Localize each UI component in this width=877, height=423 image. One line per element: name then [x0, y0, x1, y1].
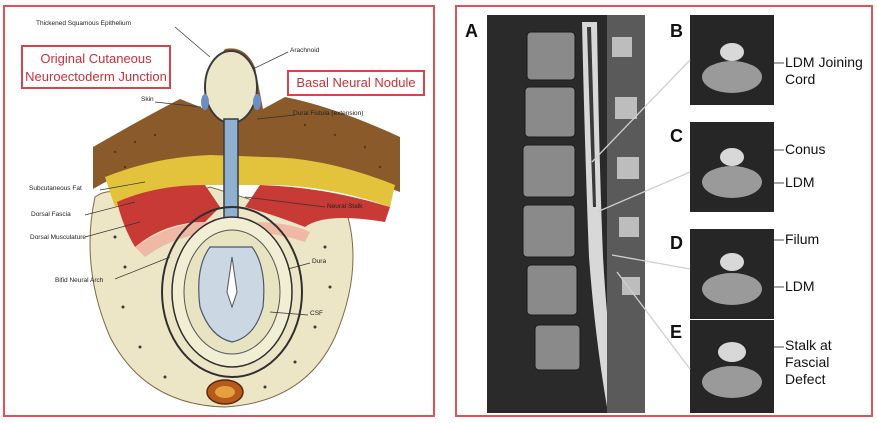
letter-d: D: [670, 233, 683, 254]
letter-b: B: [670, 21, 683, 42]
callout-basal-nodule: Basal Neural Nodule: [287, 70, 425, 96]
label-subcutaneous-fat: Subcutaneous Fat: [29, 185, 82, 192]
label-csf: CSF: [310, 310, 323, 317]
callout-original-text: Original Cutaneous Neuroectoderm Junctio…: [25, 51, 167, 84]
label-dorsal-fascia: Dorsal Fascia: [31, 211, 71, 218]
label-ldm-joining-cord: LDM Joining Cord: [785, 54, 870, 88]
label-arachnoid: Arachnoid: [290, 47, 319, 54]
mri-panel: A B C D E LDM Joining Cord Conus LDM Fil…: [455, 5, 873, 417]
label-conus: Conus: [785, 141, 825, 158]
callout-original-junction: Original Cutaneous Neuroectoderm Junctio…: [21, 45, 171, 89]
label-bifid-neural-arch: Bifid Neural Arch: [55, 277, 103, 284]
illustration-panel: Original Cutaneous Neuroectoderm Junctio…: [3, 5, 435, 417]
label-dura: Dura: [312, 258, 326, 265]
letter-c: C: [670, 126, 683, 147]
label-filum: Filum: [785, 231, 819, 248]
label-c-ldm: LDM: [785, 174, 815, 191]
label-stalk-fascial-defect: Stalk at Fascial Defect: [785, 337, 855, 388]
letter-a: A: [465, 21, 478, 42]
cyst-head: [205, 51, 257, 123]
label-d-ldm: LDM: [785, 278, 815, 295]
label-thickened-epithelium: Thickened Squamous Epithelium: [36, 20, 131, 27]
letter-e: E: [670, 322, 682, 343]
label-dural-fistula: Dural Fistula (extension): [293, 110, 363, 117]
label-neural-stalk: Neural Stalk: [327, 203, 362, 210]
label-dorsal-musculature: Dorsal Musculature: [30, 234, 86, 241]
label-skin: Skin: [141, 96, 154, 103]
callout-basal-text: Basal Neural Nodule: [296, 75, 415, 90]
neural-stalk: [224, 119, 238, 229]
label-ticks: [774, 63, 784, 347]
